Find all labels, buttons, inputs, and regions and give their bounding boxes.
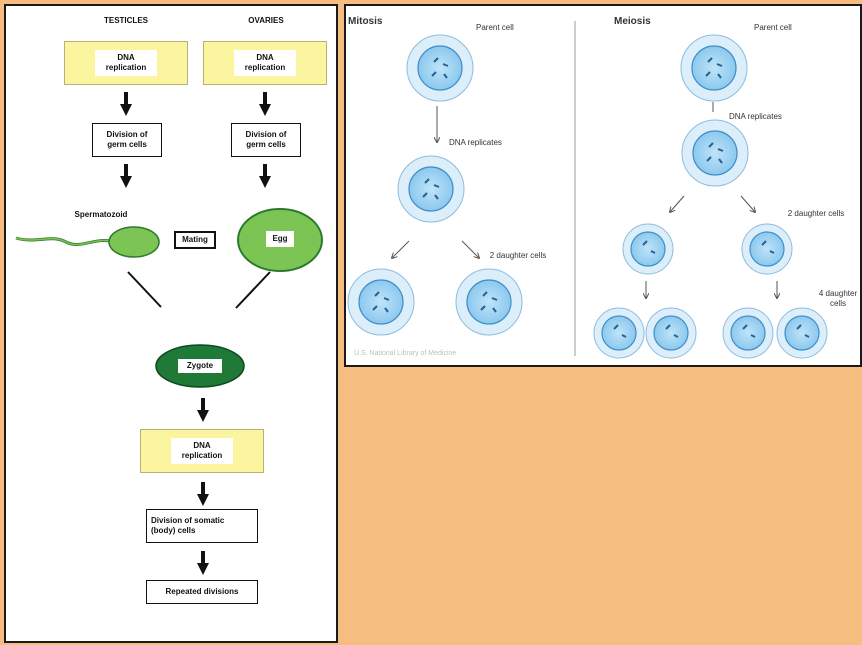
mitosis-parent-cell (406, 34, 474, 102)
repeated-divisions-label: Repeated divisions (165, 587, 239, 596)
meiosis-title: Meiosis (614, 16, 651, 27)
mitosis-meiosis-panel: Mitosis Parent cell DNA replicates 2 dau… (344, 4, 862, 367)
repeated-divisions-box: Repeated divisions (146, 580, 258, 604)
division-somatic-box: Division of somatic (body) cells (146, 509, 258, 543)
mating-box: Mating (174, 231, 216, 249)
meiosis-granddaughter-cell-2 (645, 307, 697, 359)
egg-label: Egg (272, 234, 288, 243)
mitosis-parent-cell-label: Parent cell (476, 23, 514, 32)
dna-replication-box-zygote: DNA replication (140, 429, 264, 473)
mitosis-title: Mitosis (348, 16, 383, 27)
meiosis-arrow-3 (740, 195, 755, 212)
meiosis-replicated-cell (681, 119, 749, 187)
mitosis-two-daughter-label: 2 daughter cells (489, 251, 547, 260)
dna-replication-label: DNA replication (95, 50, 157, 76)
mating-label: Mating (182, 235, 208, 244)
meiosis-granddaughter-cell-3 (722, 307, 774, 359)
dna-replication-box-ovaries: DNA replication (203, 41, 327, 85)
dna-replication-box-testicles: DNA replication (64, 41, 188, 85)
meiosis-daughter-cell-1 (622, 223, 674, 275)
fertilization-diagram-panel: TESTICLES OVARIES DNA replication DNA re… (4, 4, 338, 643)
mitosis-daughter-cell-2 (455, 268, 523, 336)
meiosis-arrow-2 (670, 195, 685, 212)
egg-label-box: Egg (266, 231, 294, 247)
meiosis-four-daughter-label: 4 daughter cells (818, 289, 858, 308)
division-germ-label: Division of germ cells (245, 130, 287, 149)
mitosis-replicated-cell (397, 155, 465, 223)
division-germ-label: Division of germ cells (106, 130, 148, 149)
division-germ-box-testicles: Division of germ cells (92, 123, 162, 157)
meiosis-granddaughter-cell-4 (776, 307, 828, 359)
mitosis-arrow-2 (392, 240, 410, 258)
ovaries-label: OVARIES (248, 16, 284, 25)
spermatozoid-label: Spermatozoid (74, 210, 128, 219)
division-germ-box-ovaries: Division of germ cells (231, 123, 301, 157)
zygote-label: Zygote (186, 361, 214, 370)
meiosis-granddaughter-cell-1 (593, 307, 645, 359)
mitosis-arrow-3 (461, 240, 479, 258)
zygote-label-box: Zygote (178, 359, 222, 373)
meiosis-daughter-cell-2 (741, 223, 793, 275)
right-diagram-graphics (347, 21, 828, 359)
left-diagram-graphics (15, 92, 323, 575)
testicles-label: TESTICLES (103, 16, 148, 25)
credit-text: U.S. National Library of Medicine (354, 350, 457, 357)
meiosis-parent-cell (680, 34, 748, 102)
dna-replication-label: DNA replication (171, 438, 233, 464)
meiosis-two-daughter-label: 2 daughter cells (787, 209, 845, 218)
mitosis-dna-replicates-label: DNA replicates (449, 138, 502, 147)
division-somatic-label: Division of somatic (body) cells (151, 516, 225, 535)
dna-replication-label: DNA replication (234, 50, 296, 76)
meiosis-dna-replicates-label: DNA replicates (729, 112, 782, 121)
sperm-head (108, 226, 160, 258)
converge-line-right (235, 271, 271, 309)
converge-line-left (127, 271, 162, 308)
mitosis-daughter-cell-1 (347, 268, 415, 336)
meiosis-parent-cell-label: Parent cell (754, 23, 792, 32)
